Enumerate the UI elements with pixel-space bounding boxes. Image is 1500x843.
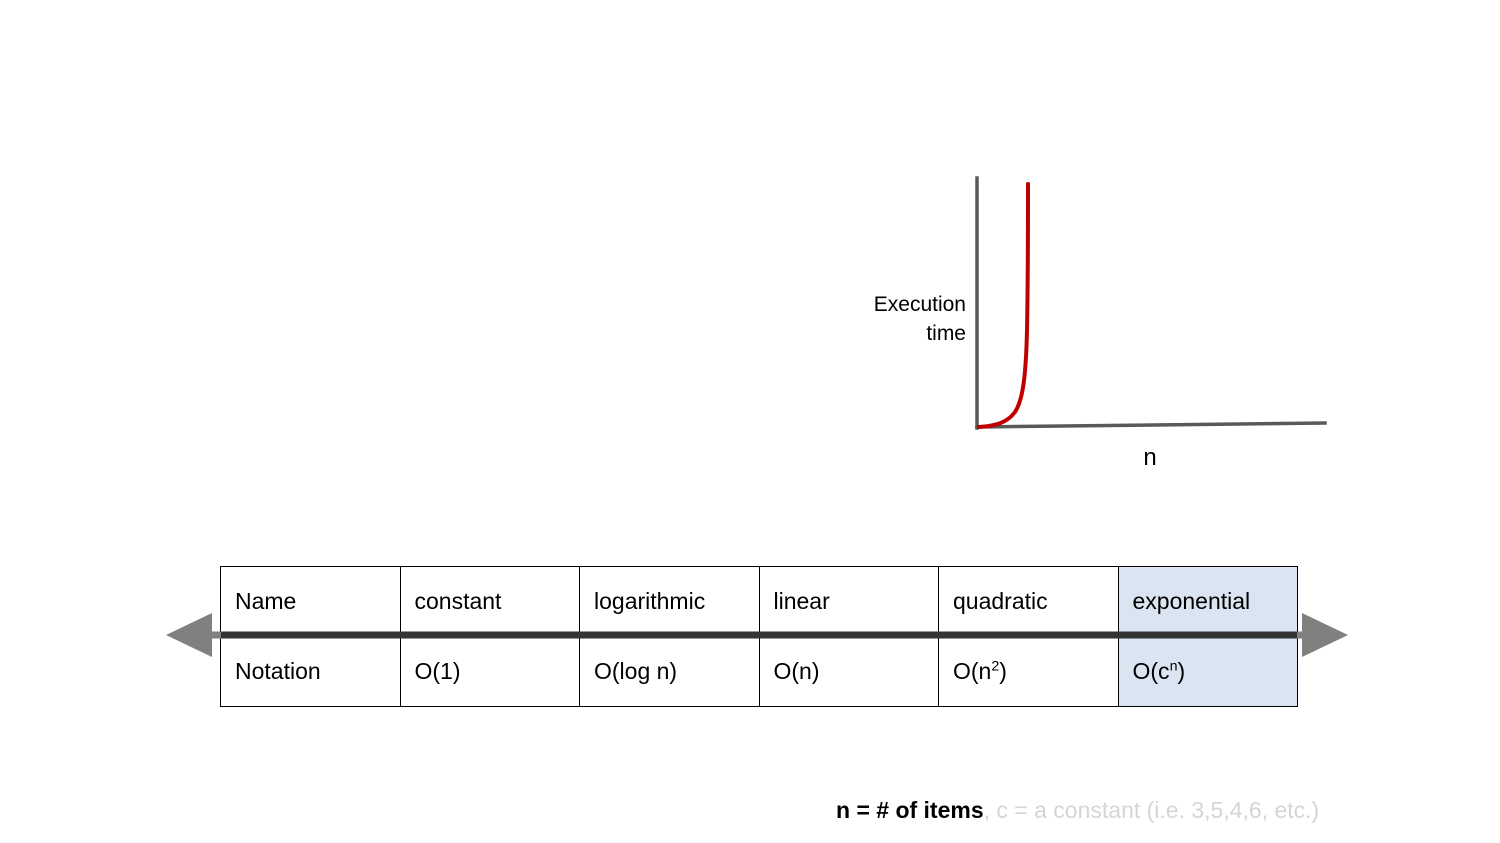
complexity-table: Name constant logarithmic linear quadrat… — [220, 566, 1298, 707]
caption: n = # of items, c = a constant (i.e. 3,5… — [836, 797, 1319, 824]
cell-name-exponential: exponential — [1117, 566, 1298, 637]
caption-secondary: , c = a constant (i.e. 3,5,4,6, etc.) — [983, 797, 1320, 823]
notation-text: O(1) — [414, 658, 461, 684]
y-axis-label: Execution time — [873, 293, 966, 345]
arrow-head-right — [1302, 613, 1348, 657]
complexity-table-wrapper: Name constant logarithmic linear quadrat… — [220, 566, 1298, 707]
notation-text: O(n — [953, 658, 992, 684]
arrow-head-left — [166, 613, 212, 657]
cell-notation-linear: O(n) — [758, 636, 939, 707]
table-row-name: Name constant logarithmic linear quadrat… — [220, 566, 1298, 637]
exponential-curve — [977, 182, 1030, 429]
table-row-notation: Notation O(1) O(log n) O(n) O(n2) O(cn) — [220, 636, 1298, 707]
cell-notation-label: Notation — [220, 636, 401, 707]
cell-name-logarithmic: logarithmic — [579, 566, 760, 637]
notation-text: Notation — [235, 658, 321, 684]
cell-name-linear: linear — [758, 566, 939, 637]
cell-notation-constant: O(1) — [399, 636, 580, 707]
cell-name-label: Name — [220, 566, 401, 637]
notation-tail: ) — [999, 658, 1007, 684]
x-axis-line — [975, 421, 1327, 429]
notation-superscript: 2 — [991, 658, 1000, 675]
cell-name-constant: constant — [399, 566, 580, 637]
cell-notation-logarithmic: O(log n) — [579, 636, 760, 707]
cell-name-quadratic: quadratic — [938, 566, 1119, 637]
notation-text: O(n) — [773, 658, 820, 684]
notation-text: O(c — [1132, 658, 1170, 684]
cell-notation-quadratic: O(n2) — [938, 636, 1119, 707]
notation-superscript: n — [1169, 658, 1178, 675]
notation-tail: ) — [1177, 658, 1186, 684]
caption-primary: n = # of items — [836, 797, 984, 823]
cell-notation-exponential: O(cn) — [1117, 636, 1298, 707]
x-axis-label: n — [1143, 444, 1157, 471]
chart-svg — [975, 176, 1327, 430]
complexity-growth-chart: Execution time n — [873, 176, 1327, 471]
notation-text: O(log n) — [594, 658, 678, 684]
